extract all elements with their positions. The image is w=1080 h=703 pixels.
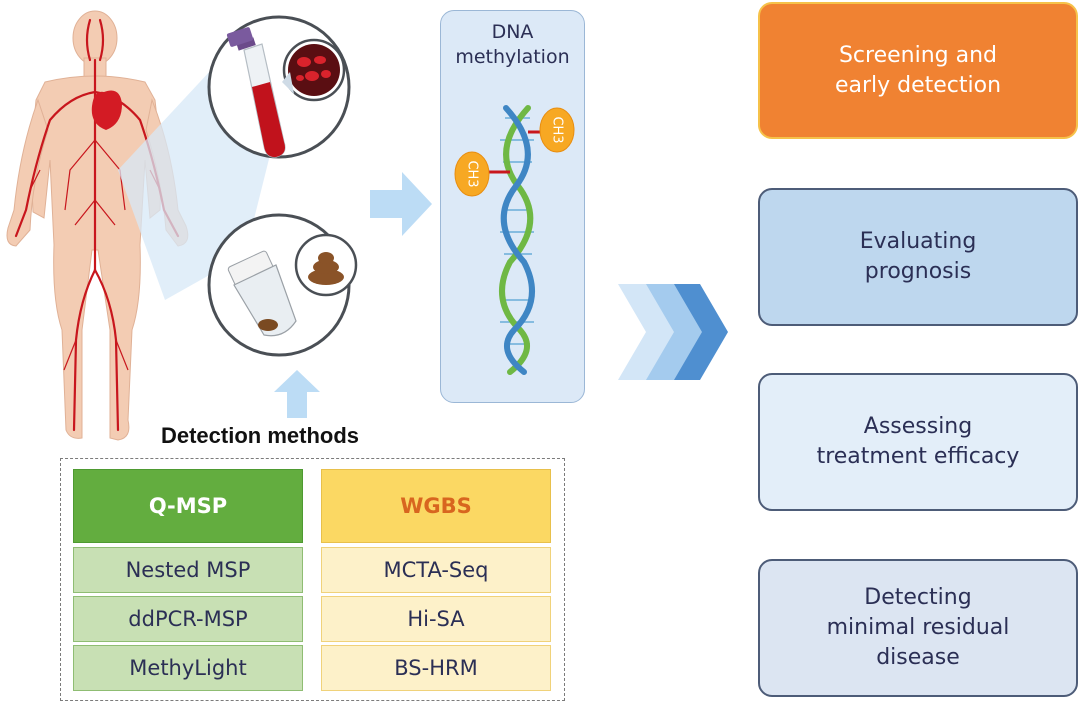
blood-tube-icon	[226, 27, 286, 158]
chevron-arrows-icon	[618, 284, 728, 380]
outcome-2-line2: prognosis	[864, 259, 972, 284]
stool-sample-circle	[207, 213, 358, 357]
outcome-residual-disease-box: Detecting minimal residual disease	[758, 559, 1078, 697]
method-item: MCTA-Seq	[321, 547, 551, 593]
detection-methods-container	[60, 458, 565, 701]
ch3-marker-left: CH3	[465, 160, 480, 187]
dna-methylation-title: DNA methylation	[440, 20, 585, 70]
outcome-treatment-box: Assessing treatment efficacy	[758, 373, 1078, 511]
method-item: Hi-SA	[321, 596, 551, 642]
outcome-3-line1: Assessing	[863, 414, 973, 439]
dna-title-line2: methylation	[455, 46, 570, 68]
method-item: ddPCR-MSP	[73, 596, 303, 642]
ch3-marker-right: CH3	[550, 116, 565, 143]
method-item: BS-HRM	[321, 645, 551, 691]
outcome-4-line1: Detecting	[864, 585, 972, 610]
dna-title-line1: DNA	[491, 21, 534, 43]
dna-helix-icon: CH3 CH3	[454, 105, 575, 375]
outcome-1-line1: Screening and	[838, 42, 998, 68]
method-header-qmsp: Q-MSP	[73, 469, 303, 543]
detection-methods-title: Detection methods	[160, 423, 360, 448]
stool-container-icon	[227, 250, 297, 337]
outcome-prognosis-box: Evaluating prognosis	[758, 188, 1078, 326]
outcome-4-line3: disease	[876, 645, 960, 670]
outcome-2-line1: Evaluating	[859, 229, 977, 254]
up-arrow-icon	[274, 370, 320, 418]
outcome-3-line2: treatment efficacy	[816, 444, 1020, 469]
method-item: Nested MSP	[73, 547, 303, 593]
outcome-1-line2: early detection	[834, 72, 1002, 98]
method-header-wgbs: WGBS	[321, 469, 551, 543]
method-item: MethyLight	[73, 645, 303, 691]
right-arrow-icon	[370, 172, 432, 236]
blood-sample-circle	[207, 15, 351, 159]
dna-methylation-panel	[440, 10, 585, 403]
outcome-screening-box: Screening and early detection	[758, 2, 1078, 139]
stool-icon	[308, 252, 344, 285]
outcome-4-line2: minimal residual	[826, 615, 1010, 640]
